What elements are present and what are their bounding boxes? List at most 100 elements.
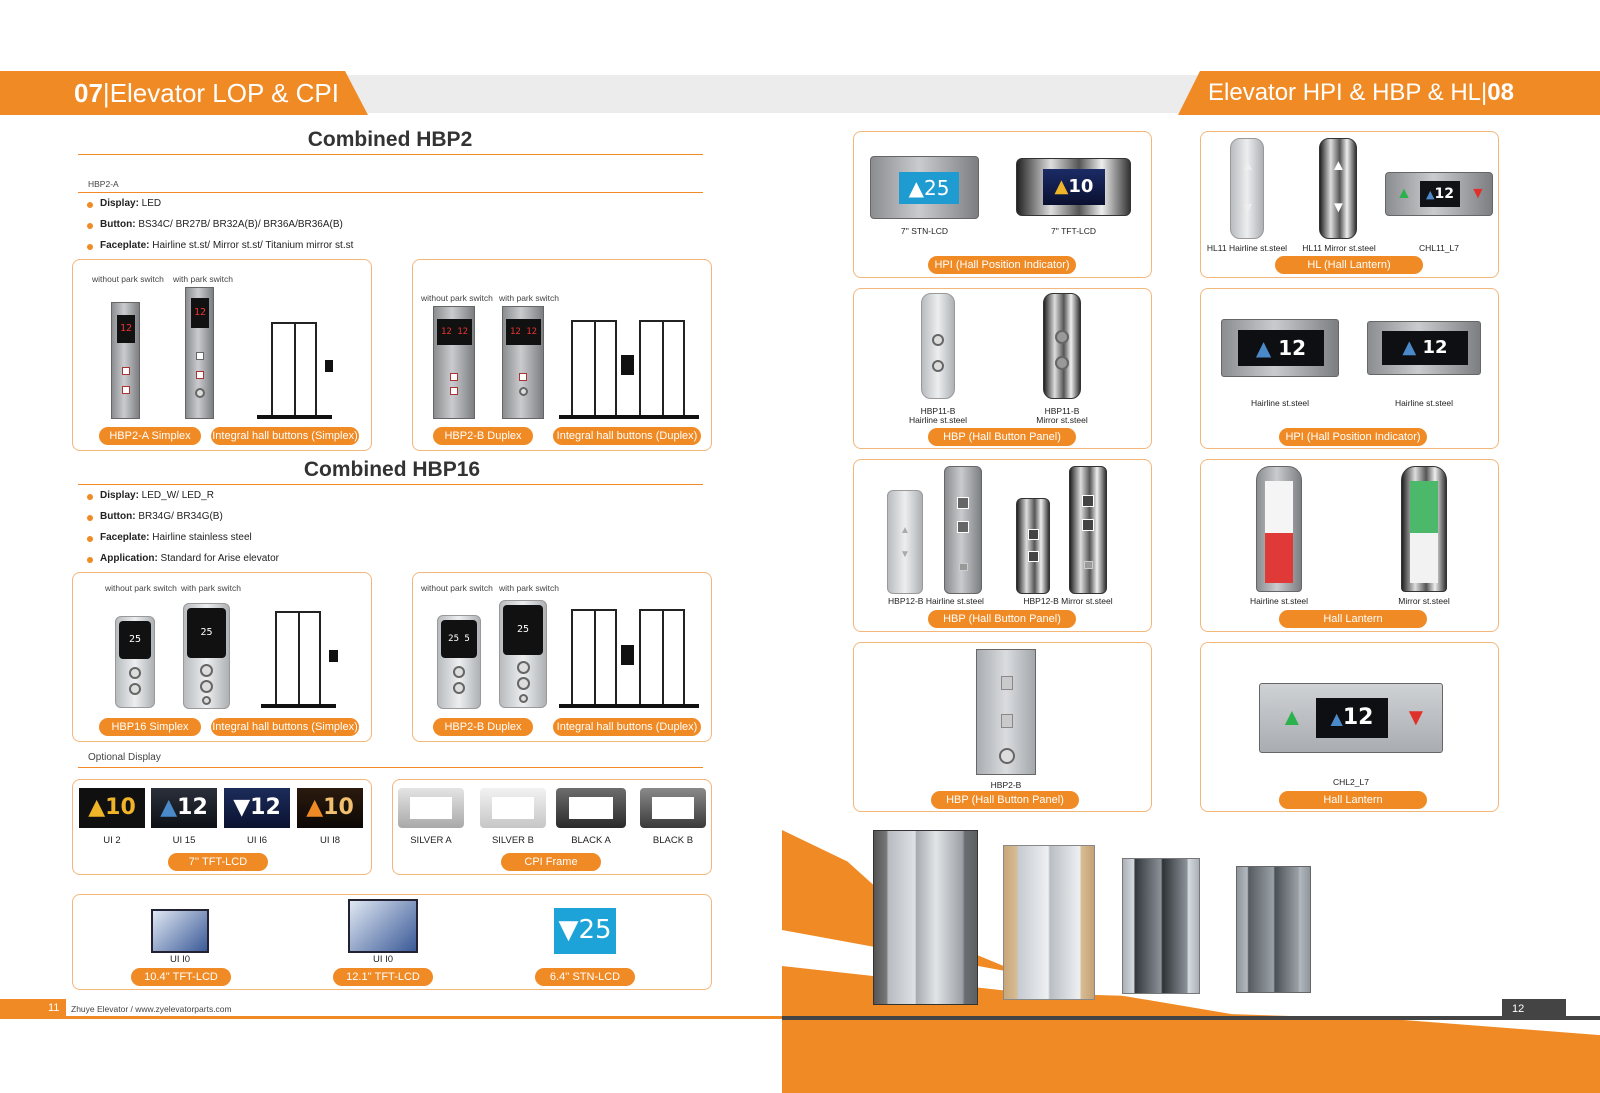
down-button[interactable] [1055,356,1069,370]
arrow-up-icon: ▲ [1396,185,1412,202]
up-button[interactable] [450,373,458,381]
hbp2-title: Combined HBP2 [307,128,473,151]
hpi-pill: HPI (Hall Position Indicator) [928,256,1076,274]
down-button[interactable] [450,387,458,395]
arrow-up-icon: ▲ [1241,157,1255,173]
up-button[interactable] [1082,495,1094,507]
park-switch[interactable] [999,748,1015,764]
down-button[interactable] [1082,519,1094,531]
stn-lcd-display: ▲25 [899,172,959,204]
up-button[interactable] [129,667,141,679]
hl-hairline-caption: Hairline st.steel [1249,596,1309,606]
hbp2b-panel-a: 12 12 [433,306,475,419]
footer-right-page-box [1502,999,1566,1019]
floor-line [559,415,699,419]
up-button[interactable] [519,373,527,381]
led-display: 25 [187,608,226,658]
up-button[interactable] [200,664,213,677]
hbp16-panel-a: 25 [115,616,155,708]
arrow-up-icon: ▲ [1280,704,1304,731]
chl2-caption: CHL2_L7 [1333,777,1369,787]
hbp12-hairline-small: ▲ ▼ [887,490,923,594]
hpi-tft-panel: ▲10 [1016,158,1131,216]
hbp11-hairline-caption-2: Hairline st.steel [908,415,968,425]
up-button[interactable] [453,666,465,678]
up-button[interactable] [517,661,530,674]
led-display: 25 [503,605,543,655]
footer-left-page: 11 [48,1002,60,1014]
park-switch[interactable] [519,694,528,703]
down-button[interactable] [200,680,213,693]
floor-line [559,704,699,708]
up-button[interactable] [1001,676,1013,690]
integral-duplex-pill: Integral hall buttons (Duplex) [553,718,701,736]
ui15-display: ▲12 [151,788,217,828]
hbp12-mirror-large [1069,466,1107,594]
hbp12-hairline-large [944,466,982,594]
left-header-sep: | [102,78,110,108]
hbp12-mirror-small [1016,498,1050,594]
elevator-photo-4 [1236,866,1311,993]
hpi-hairline-panel-2: ▲ 12 [1367,321,1481,375]
left-header-number: 07 [74,78,103,108]
up-button[interactable] [1055,330,1069,344]
arrow-up-icon: ▲ [160,795,178,820]
floor-line [261,704,336,708]
lantern-white [1410,533,1438,583]
park-switch[interactable] [195,388,205,398]
down-button[interactable] [453,682,465,694]
arrow-down-icon: ▼ [900,549,910,560]
tft-lcd-pill: 7'' TFT-LCD [168,853,268,871]
hbp2-sub-rule [78,192,703,193]
hbp11-card: HBP11-B Hairline st.steel HBP11-B Mirror… [853,288,1152,449]
left-header-banner: 07|Elevator LOP & CPI [0,71,368,115]
down-button[interactable] [196,371,204,379]
down-button[interactable] [957,521,969,533]
down-button[interactable] [932,360,944,372]
tft-caption: 7'' TFT-LCD [1050,226,1097,236]
hbp16-panel-b: 25 [183,603,230,709]
chl2-lantern: ▲ ▲12 ▼ [1259,683,1443,753]
down-button[interactable] [129,683,141,695]
led-display: 25 [119,621,151,659]
park-switch[interactable] [519,387,528,396]
down-button[interactable] [1001,714,1013,728]
down-button[interactable] [1028,551,1039,562]
hl-hairline-lantern [1256,466,1302,592]
lantern-red [1265,533,1293,583]
hbp12-hairline-caption: HBP12-B Hairline st.steel [888,596,984,606]
hbp16-duplex-panel-a: 25 5 [437,615,481,709]
hbp2-bullet-faceplate: Faceplate: Hairline st.st/ Mirror st.st/… [86,240,354,251]
up-button[interactable] [932,334,944,346]
integral-duplex-pill: Integral hall buttons (Duplex) [553,427,701,445]
down-button[interactable] [517,677,530,690]
optional-rule [78,767,703,768]
cpi-frame-card: SILVER A SILVER B BLACK A BLACK B CPI Fr… [392,779,712,875]
chl2-card: ▲ ▲12 ▼ CHL2_L7 Hall Lantern [1200,642,1499,812]
down-button[interactable] [122,386,130,394]
hbp16-duplex-card: without park switch with park switch 25 … [412,572,712,742]
hbp2a-panel-a: 12 [111,302,140,419]
park-switch[interactable] [202,696,211,705]
up-button[interactable] [957,497,969,509]
hl11-mirror-lantern: ▲ ▼ [1319,138,1357,239]
up-button[interactable] [122,367,130,375]
ui16-label: UI I6 [246,835,268,846]
chl2-display: ▲12 [1316,698,1388,738]
elevator-photo-2 [1003,845,1095,1000]
integral-button [325,360,333,372]
hbp16-bullet-application: Application: Standard for Arise elevator [87,553,279,564]
hpi-hairline-caption-1: Hairline st.steel [1250,398,1310,408]
tft-lcd-card: ▲10 ▲12 ▼12 ▲10 UI 2 UI 15 UI I6 UI I8 7… [72,779,372,875]
hbp16-simplex-pill: HBP16 Simplex [99,718,201,736]
arrow-down-icon: ▼ [1404,704,1428,731]
chl11-lantern: ▲ ▲12 ▼ [1385,172,1493,216]
silver-a-label: SILVER A [410,835,452,846]
up-button[interactable] [196,352,204,360]
ui10-104-label: UI I0 [169,954,191,965]
hbp16-bullet-faceplate: Faceplate: Hairline stainless steel [87,532,252,543]
integral-button [621,645,634,665]
up-button[interactable] [1028,529,1039,540]
hbp16-simplex-card: without park switch with park switch 25 … [72,572,372,742]
integral-simplex-pill: Integral hall buttons (Simplex) [211,718,359,736]
